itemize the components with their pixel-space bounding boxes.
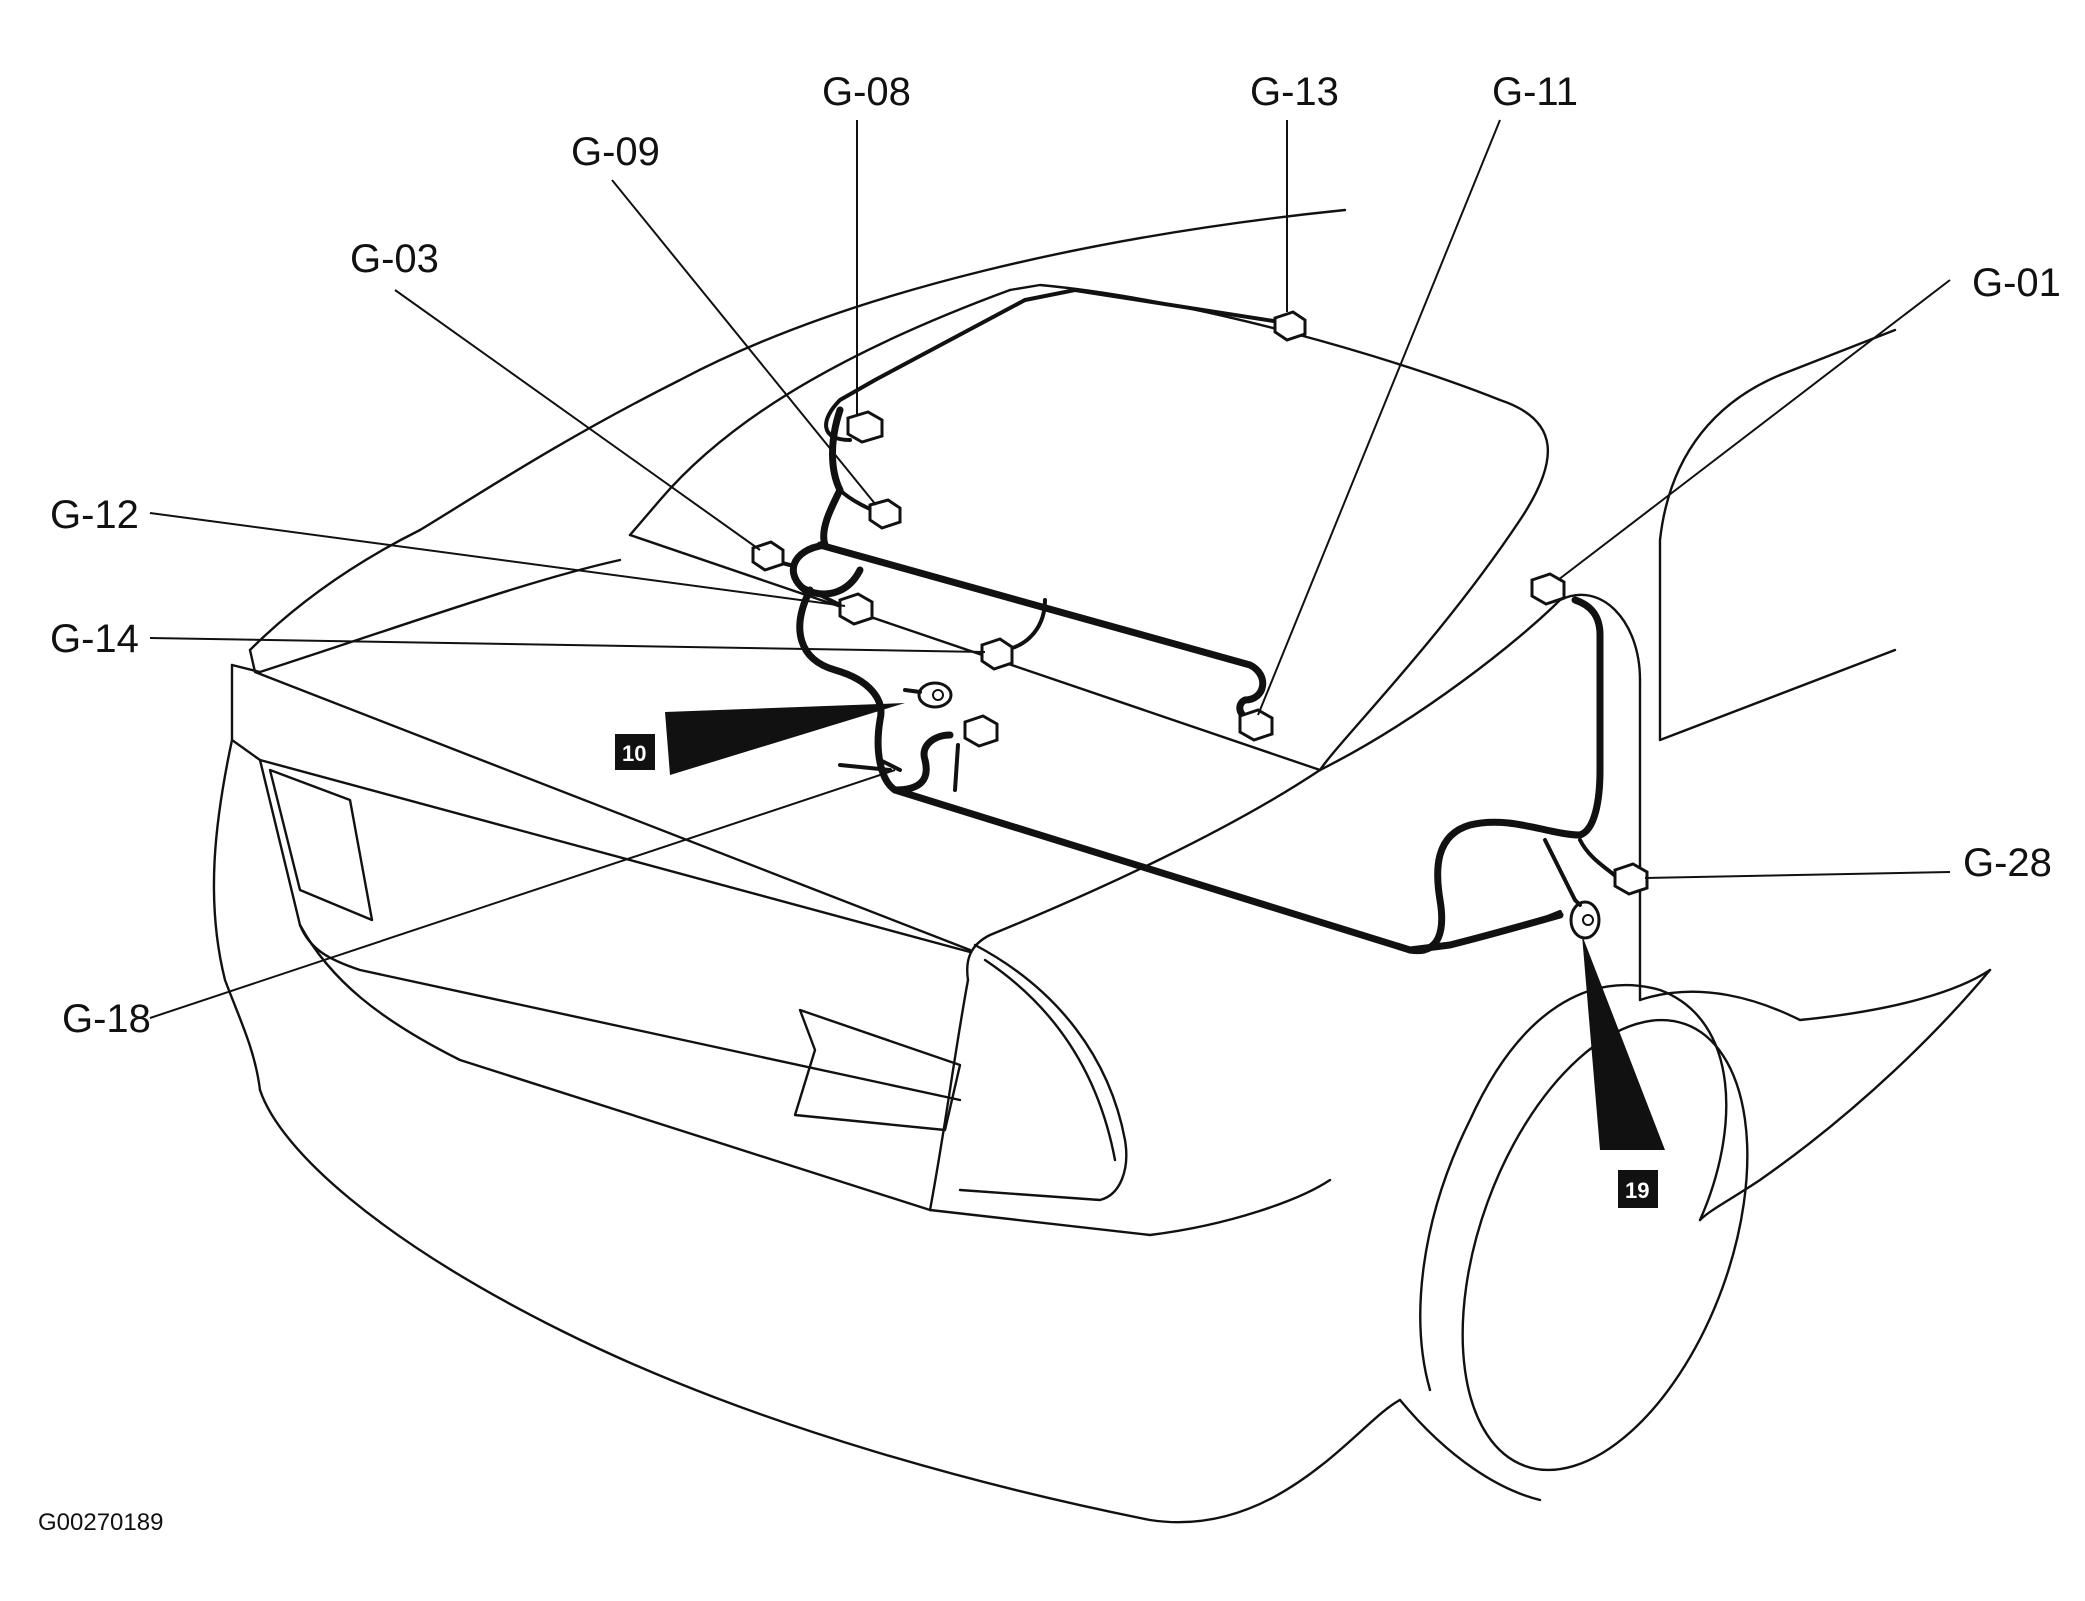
- ground-eyelet-19: [1569, 898, 1601, 940]
- connector-block-g09: [868, 498, 902, 530]
- label-g11: G-11: [1492, 70, 1578, 114]
- label-g12: G-12: [50, 493, 139, 537]
- leader-g09: [611, 179, 877, 506]
- label-g18: G-18: [62, 997, 151, 1041]
- leader-g18: [149, 769, 896, 1019]
- callout-labels: G-08 G-13 G-11 G-09 G-03 G-12 G-14 G-18 …: [50, 70, 2061, 1041]
- label-g14: G-14: [50, 617, 139, 661]
- ground-eyelets: [903, 681, 1601, 940]
- ground-badge-10-label: 10: [622, 741, 646, 766]
- wire-harness: [768, 287, 1622, 955]
- connector-block-g12: [838, 592, 874, 626]
- ground-pointers: [665, 703, 1665, 1150]
- connector-block-g18: [963, 714, 999, 748]
- leader-lines: [149, 119, 1951, 1019]
- leader-g03: [394, 289, 761, 551]
- ground-badge-10: 10: [615, 734, 655, 770]
- leader-g12: [149, 512, 846, 607]
- label-g01: G-01: [1972, 261, 2061, 305]
- label-g28: G-28: [1963, 841, 2052, 885]
- connector-block-g03: [751, 540, 785, 572]
- leader-g28: [1644, 871, 1951, 879]
- connector-block-g08: [846, 410, 884, 444]
- figure-id: G00270189: [38, 1509, 163, 1536]
- connector-block-g11: [1238, 708, 1274, 742]
- ground-badge-19: 19: [1618, 1170, 1658, 1208]
- ground-pointer-19: [1582, 935, 1665, 1150]
- ground-pointer-10: [665, 703, 905, 775]
- connector-block-g13: [1273, 310, 1307, 342]
- ground-eyelet-10: [903, 681, 953, 709]
- connector-blocks: [751, 310, 1649, 896]
- leader-g11: [1257, 119, 1501, 716]
- connector-block-g14: [980, 637, 1014, 671]
- vehicle-body-outline: [212, 208, 1992, 1524]
- ground-badge-19-label: 19: [1625, 1178, 1649, 1203]
- label-g03: G-03: [350, 237, 439, 281]
- connector-block-g01: [1530, 572, 1566, 606]
- label-g08: G-08: [822, 70, 911, 114]
- leader-g01: [1557, 279, 1951, 581]
- label-g09: G-09: [571, 130, 660, 174]
- leader-g14: [149, 637, 986, 653]
- label-g13: G-13: [1250, 70, 1339, 114]
- connector-block-g28: [1613, 862, 1649, 896]
